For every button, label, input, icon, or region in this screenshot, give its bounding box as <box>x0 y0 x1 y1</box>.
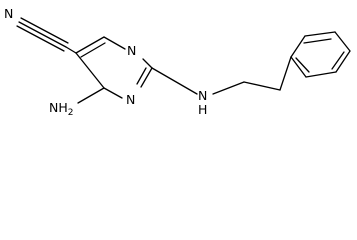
bond-c4-nh2 <box>77 87 105 104</box>
bond-nh-ch2 <box>212 81 245 95</box>
bond-c4-c5 <box>75 52 105 89</box>
bond-n3-c4 <box>103 87 123 99</box>
bond-c2-n3-inner <box>136 67 147 85</box>
atom-n-ring-top: N <box>127 43 136 58</box>
atom-n-nitrile: N <box>4 6 13 21</box>
bond-n1-c2 <box>142 58 153 69</box>
bond-nitrile-c5 <box>65 46 77 54</box>
bond-ch2-ch2 <box>243 81 281 91</box>
atom-n-amine: N <box>198 88 207 103</box>
bond-c5-c6 <box>75 36 105 54</box>
bond-c5-c6-inner <box>80 42 106 58</box>
bond-ch2-phenyl <box>279 56 292 91</box>
bond-c6-n1 <box>103 36 126 50</box>
nitrile-triple-bond <box>16 17 69 52</box>
chemical-structure-diagram: N N N NH2 N H <box>4 6 351 118</box>
benzene-ring <box>290 31 351 78</box>
atom-nh2: NH2 <box>49 100 73 118</box>
atom-n-ring-bottom: N <box>126 92 135 107</box>
bond-c2-nh <box>151 67 198 95</box>
bond-c2-n3 <box>140 67 153 88</box>
atom-h-amine: H <box>198 102 207 117</box>
